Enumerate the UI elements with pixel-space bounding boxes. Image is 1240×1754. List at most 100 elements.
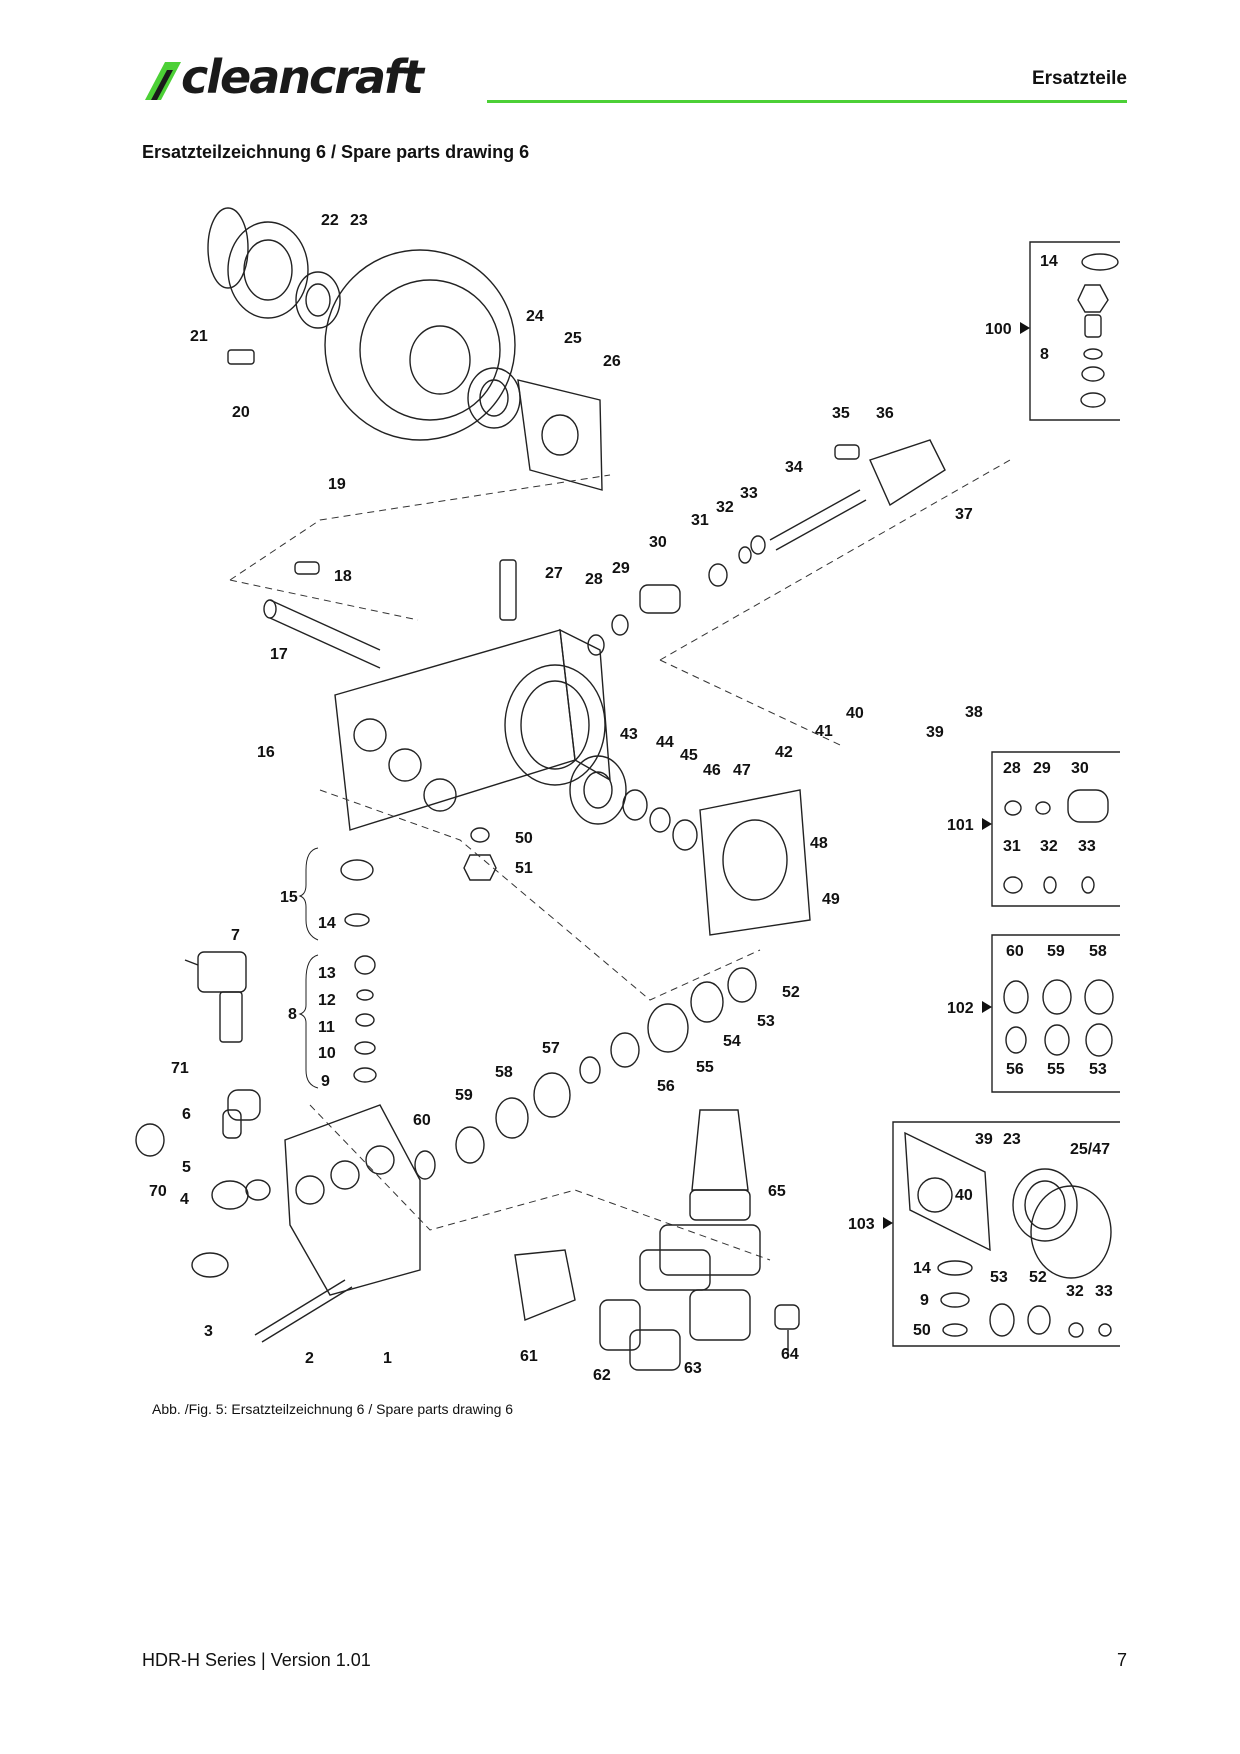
crankcase-illustration xyxy=(263,599,811,936)
kit-part-label: 30 xyxy=(1071,760,1089,777)
part-label: 24 xyxy=(526,308,544,325)
kit-102-box xyxy=(991,934,1120,1093)
part-label: 43 xyxy=(620,726,638,743)
part-label: 16 xyxy=(257,744,275,761)
part-label: 55 xyxy=(696,1059,714,1076)
part-label: 58 xyxy=(495,1064,513,1081)
part-label: 31 xyxy=(691,512,709,529)
part-label: 50 xyxy=(515,830,533,847)
part-label: 29 xyxy=(612,560,630,577)
bearing-cover-illustration xyxy=(207,207,603,491)
part-label: 35 xyxy=(832,405,850,422)
kit-part-label: 25/47 xyxy=(1070,1141,1110,1158)
part-label: 17 xyxy=(270,646,288,663)
section-title: Ersatzteile xyxy=(1031,68,1127,89)
kit-arrows xyxy=(883,322,1030,1229)
brand-name: cleancraft xyxy=(181,50,424,104)
kit-part-label: 32 xyxy=(1040,838,1058,855)
part-label: 30 xyxy=(649,534,667,551)
part-label: 13 xyxy=(318,965,336,982)
part-label: 37 xyxy=(955,506,973,523)
part-label: 3 xyxy=(204,1323,213,1340)
group-brackets xyxy=(298,847,319,1089)
part-label: 8 xyxy=(288,1006,297,1023)
part-label: 71 xyxy=(171,1060,189,1077)
part-label: 2 xyxy=(305,1350,314,1367)
kit-part-label: 52 xyxy=(1029,1269,1047,1286)
kit-part-label: 39 xyxy=(975,1131,993,1148)
kit-label: 101 xyxy=(947,817,974,834)
part-label: 41 xyxy=(815,723,833,740)
kit-part-label: 14 xyxy=(913,1260,931,1277)
kit-part-label: 32 xyxy=(1066,1283,1084,1300)
part-label: 38 xyxy=(965,704,983,721)
kit-part-label: 29 xyxy=(1033,760,1051,777)
part-label: 5 xyxy=(182,1159,191,1176)
part-label: 32 xyxy=(716,499,734,516)
part-label: 51 xyxy=(515,860,533,877)
regulator-illustration xyxy=(514,1109,800,1371)
part-label: 56 xyxy=(657,1078,675,1095)
page-title: Ersatzteilzeichnung 6 / Spare parts draw… xyxy=(142,142,530,162)
part-label: 63 xyxy=(684,1360,702,1377)
part-label: 7 xyxy=(231,927,240,944)
part-label: 47 xyxy=(733,762,751,779)
part-label: 21 xyxy=(190,328,208,345)
header-divider xyxy=(487,100,1127,103)
part-label: 65 xyxy=(768,1183,786,1200)
kit-part-label: 23 xyxy=(1003,1131,1021,1148)
kit-part-label: 9 xyxy=(920,1292,929,1309)
kit-part-label: 50 xyxy=(913,1322,931,1339)
kit-part-label: 53 xyxy=(990,1269,1008,1286)
kit-part-label: 58 xyxy=(1089,943,1107,960)
part-label: 40 xyxy=(846,705,864,722)
part-label: 49 xyxy=(822,891,840,908)
part-label: 54 xyxy=(723,1033,741,1050)
part-label: 26 xyxy=(603,353,621,370)
kit-part-label: 55 xyxy=(1047,1061,1065,1078)
part-label: 59 xyxy=(455,1087,473,1104)
kit-part-label: 59 xyxy=(1047,943,1065,960)
part-label: 14 xyxy=(318,915,336,932)
footer-document: HDR-H Series | Version 1.01 xyxy=(142,1650,371,1670)
part-label: 52 xyxy=(782,984,800,1001)
part-label: 39 xyxy=(926,724,944,741)
part-label: 34 xyxy=(785,459,803,476)
part-label: 45 xyxy=(680,747,698,764)
part-label: 48 xyxy=(810,835,828,852)
kit-part-label: 8 xyxy=(1040,346,1049,363)
part-label: 22 xyxy=(321,212,339,229)
pump-head-illustration xyxy=(135,859,421,1343)
kit-101-box xyxy=(991,751,1120,907)
brand-logo: cleancraft xyxy=(143,50,483,104)
logo-mark-icon xyxy=(145,62,181,100)
part-label: 33 xyxy=(740,485,758,502)
kit-part-label: 56 xyxy=(1006,1061,1024,1078)
part-label: 44 xyxy=(656,734,674,751)
kit-part-label: 28 xyxy=(1003,760,1021,777)
kit-100-box xyxy=(1029,241,1120,421)
part-number-labels: 1 2 3 4 5 6 7 8 9 10 11 12 13 14 15 16 1… xyxy=(149,212,1113,1384)
kit-part-label: 40 xyxy=(955,1187,973,1204)
part-label: 20 xyxy=(232,404,250,421)
part-label: 61 xyxy=(520,1348,538,1365)
kit-part-label: 60 xyxy=(1006,943,1024,960)
kit-label: 103 xyxy=(848,1216,875,1233)
kit-label: 100 xyxy=(985,321,1012,338)
part-label: 46 xyxy=(703,762,721,779)
kit-part-label: 14 xyxy=(1040,253,1058,270)
part-label: 18 xyxy=(334,568,352,585)
piston-rod-illustration xyxy=(294,439,946,656)
part-label: 36 xyxy=(876,405,894,422)
part-label: 10 xyxy=(318,1045,336,1062)
part-label: 19 xyxy=(328,476,346,493)
part-label: 6 xyxy=(182,1106,191,1123)
part-label: 28 xyxy=(585,571,603,588)
part-label: 62 xyxy=(593,1367,611,1384)
part-label: 70 xyxy=(149,1183,167,1200)
part-label: 25 xyxy=(564,330,582,347)
part-label: 9 xyxy=(321,1073,330,1090)
part-label: 53 xyxy=(757,1013,775,1030)
part-label: 15 xyxy=(280,889,298,906)
